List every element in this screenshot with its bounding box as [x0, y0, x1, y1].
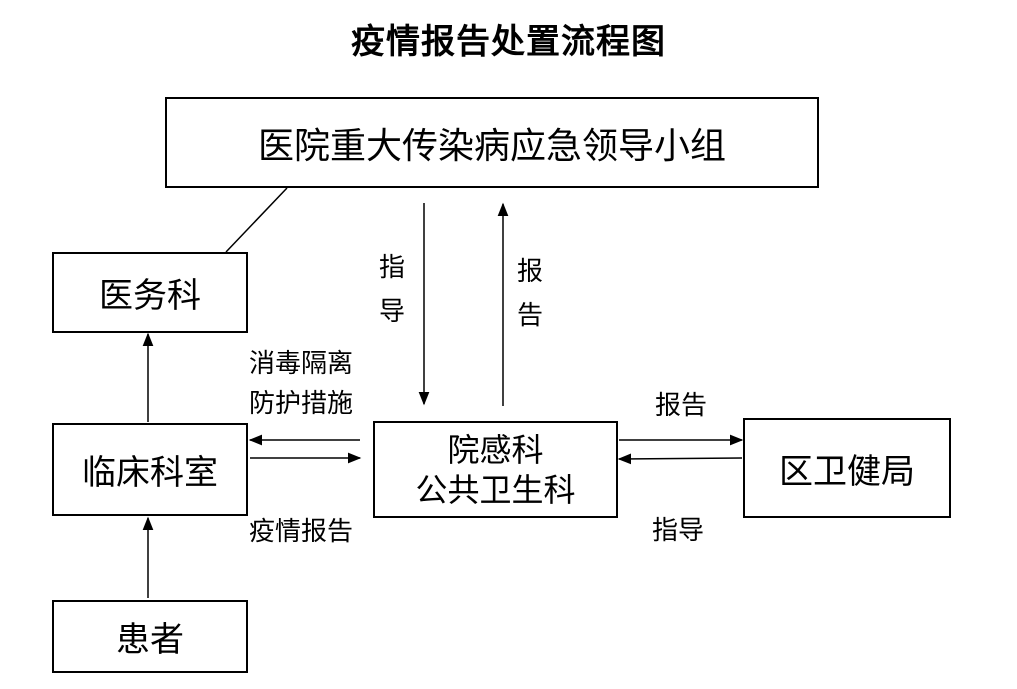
epidemic-report-label: 疫情报告	[249, 517, 354, 547]
guide-vertical-label: 指 导	[372, 246, 412, 334]
district-health-bureau-box: 区卫健局	[743, 418, 951, 518]
page-title: 疫情报告处置流程图	[351, 22, 666, 62]
disinfection-label-line1: 消毒隔离	[249, 349, 354, 379]
leading-group-label: 医院重大传染病应急领导小组	[257, 125, 726, 167]
guide-char-1: 指	[378, 253, 405, 283]
guide-char-2: 导	[378, 297, 405, 327]
leading-group-box: 医院重大传染病应急领导小组	[165, 97, 819, 188]
patient-label: 患者	[116, 620, 184, 660]
report-char-2: 告	[516, 301, 543, 331]
medical-affairs-label: 医务科	[99, 276, 201, 316]
bureau-to-infection-arrow	[617, 453, 743, 465]
medical-affairs-box: 医务科	[52, 252, 248, 333]
group-to-medical-affairs-line	[225, 187, 288, 253]
infection-control-box: 院感科 公共卫生科	[373, 421, 618, 518]
district-health-bureau-label: 区卫健局	[779, 451, 915, 492]
infection-control-label-line1: 院感科	[447, 430, 544, 469]
infection-control-label-line2: 公共卫生科	[415, 470, 576, 509]
report-vertical-label: 报 告	[510, 250, 550, 338]
clinical-dept-box: 临床科室	[52, 423, 248, 516]
patient-box: 患者	[52, 600, 248, 673]
report-char-1: 报	[516, 257, 543, 287]
clinical-dept-label: 临床科室	[82, 453, 218, 493]
guide-right-label: 指导	[652, 516, 705, 546]
report-right-label: 报告	[655, 391, 708, 421]
disinfection-label-line2: 防护措施	[249, 389, 354, 419]
